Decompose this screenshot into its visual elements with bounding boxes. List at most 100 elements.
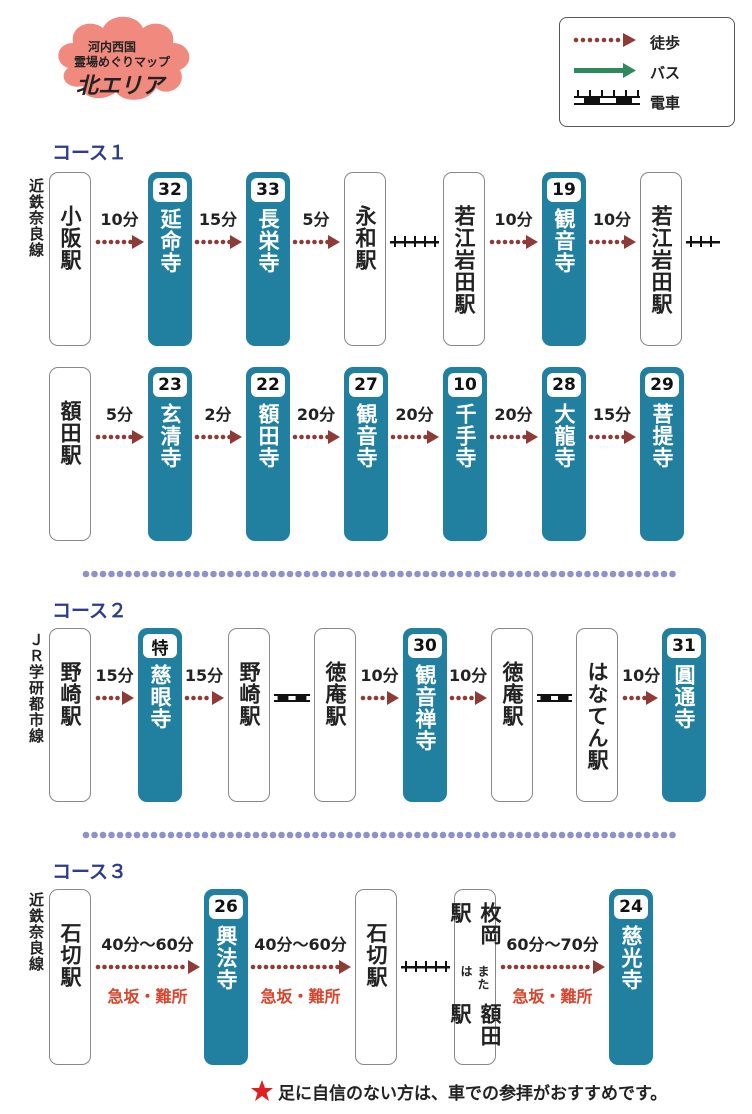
course3-title: コース３: [52, 861, 128, 883]
station-name: 枚岡駅: [448, 902, 502, 946]
temple-box: 32 延命寺: [148, 172, 192, 346]
walk-arrow: [95, 691, 134, 705]
logo-line2: 霊場めぐりマップ: [74, 55, 171, 69]
station-name: 野崎駅: [58, 661, 82, 727]
walk-time: 5分: [105, 405, 134, 424]
temple-name: 大龍寺: [552, 403, 576, 469]
temple-name: 慈眼寺: [148, 664, 172, 730]
temple-number: 33: [251, 178, 285, 202]
temple-name: 観音禅寺: [413, 664, 437, 752]
temple-number: 26: [209, 895, 243, 919]
station-box: 永和駅: [344, 172, 386, 346]
walk-arrow: [95, 960, 200, 974]
temple-name: 興法寺: [214, 925, 238, 991]
walk-time: 2分: [204, 405, 232, 424]
walk-arrow: [292, 235, 340, 249]
temple-name: 延命寺: [158, 208, 182, 274]
station-name: 徳庵駅: [500, 661, 524, 727]
temple-number: 28: [547, 373, 581, 397]
walk-time: 10分: [592, 210, 632, 229]
walk-note: 急坂・難所: [107, 987, 188, 1006]
temple-box: 29 菩提寺: [640, 367, 684, 541]
train-line: [390, 236, 439, 247]
walk-arrow: [95, 235, 144, 249]
temple-name: 玄清寺: [158, 403, 182, 469]
walk-time: 15分: [184, 666, 224, 685]
temple-number: 27: [349, 373, 383, 397]
temple-name: 長栄寺: [256, 208, 280, 274]
temple-box: 30 観音禅寺: [403, 628, 447, 802]
walk-arrow: [500, 960, 605, 974]
station-box: 野崎駅: [228, 628, 270, 802]
logo: 河内西国 霊場めぐりマップ 北エリア: [48, 8, 198, 108]
temple-name: 慈光寺: [619, 925, 643, 991]
legend-symbols: [573, 33, 640, 105]
train-line: [401, 961, 450, 972]
walk-time: 20分: [296, 405, 336, 424]
walk-arrow: [194, 430, 242, 444]
temple-name: 菩提寺: [650, 403, 674, 469]
walk-note: 急坂・難所: [260, 987, 341, 1006]
logo-line1: 河内西国: [88, 40, 137, 54]
course1-title: コース１: [52, 142, 128, 164]
station-name: 額田駅: [58, 400, 82, 466]
legend: 徒歩 バス 電車: [559, 17, 735, 127]
temple-number: 10: [448, 373, 482, 397]
cloud-logo: [58, 16, 190, 100]
station-name: 若江岩田駅: [452, 205, 476, 315]
station-box: 枚岡駅または額田駅: [448, 889, 502, 1065]
station-box: 若江岩田駅: [640, 172, 682, 346]
legend-walk-label: 徒歩: [650, 34, 681, 52]
walk-time: 20分: [494, 405, 533, 424]
station-name: 野崎駅: [237, 661, 261, 727]
walk-time: 5分: [302, 210, 330, 229]
course1-line-label: 近鉄奈良線: [27, 178, 45, 258]
station-name: 小阪駅: [58, 205, 82, 271]
station-box: 小阪駅: [49, 172, 91, 346]
temple-number: 29: [645, 373, 679, 397]
station-name: 石切駅: [58, 922, 82, 988]
station-box: 野崎駅: [49, 628, 91, 802]
temple-number: 32: [153, 178, 187, 202]
temple-number: 23: [153, 373, 187, 397]
temple-box: 33 長栄寺: [246, 172, 290, 346]
walk-arrow: [250, 960, 351, 974]
separator-1: [82, 570, 676, 578]
legend-train-label: 電車: [650, 94, 681, 112]
temple-box: 26 興法寺: [204, 889, 248, 1065]
station-name: 石切駅: [364, 922, 388, 988]
star-icon: [251, 1080, 273, 1101]
temple-box: 特慈眼寺: [138, 628, 182, 802]
temple-number: 30: [408, 634, 442, 658]
walk-arrow: [622, 691, 658, 705]
train-line: [537, 694, 572, 702]
station-box: 若江岩田駅: [443, 172, 485, 346]
course2-title: コース２: [52, 600, 128, 622]
station-name: 徳庵駅: [323, 661, 347, 727]
course2-line-label: ＪＲ学研都市線: [27, 632, 45, 744]
walk-arrow: [588, 430, 636, 444]
temple-number: 特: [143, 634, 177, 659]
temple-name: 観音寺: [552, 208, 576, 274]
walk-arrow: [489, 235, 538, 249]
walk-arrow: [184, 691, 224, 705]
walk-arrow: [588, 235, 636, 249]
course3-line-label: 近鉄奈良線: [27, 892, 45, 972]
walk-arrow: [95, 430, 144, 444]
walk-time: 20分: [395, 405, 434, 424]
station-box: 徳庵駅: [314, 628, 356, 802]
walk-arrow: [292, 430, 340, 444]
station-or-label: または: [459, 964, 490, 991]
walk-note: 急坂・難所: [512, 987, 593, 1006]
walk-time: 10分: [622, 666, 661, 685]
temple-name: 圓通寺: [672, 664, 696, 730]
logo-line3: 北エリア: [76, 74, 165, 99]
train-line: [686, 236, 720, 247]
station-box: はなてん駅: [576, 628, 618, 802]
walk-arrow: [489, 430, 538, 444]
legend-bus-label: バス: [650, 64, 681, 82]
